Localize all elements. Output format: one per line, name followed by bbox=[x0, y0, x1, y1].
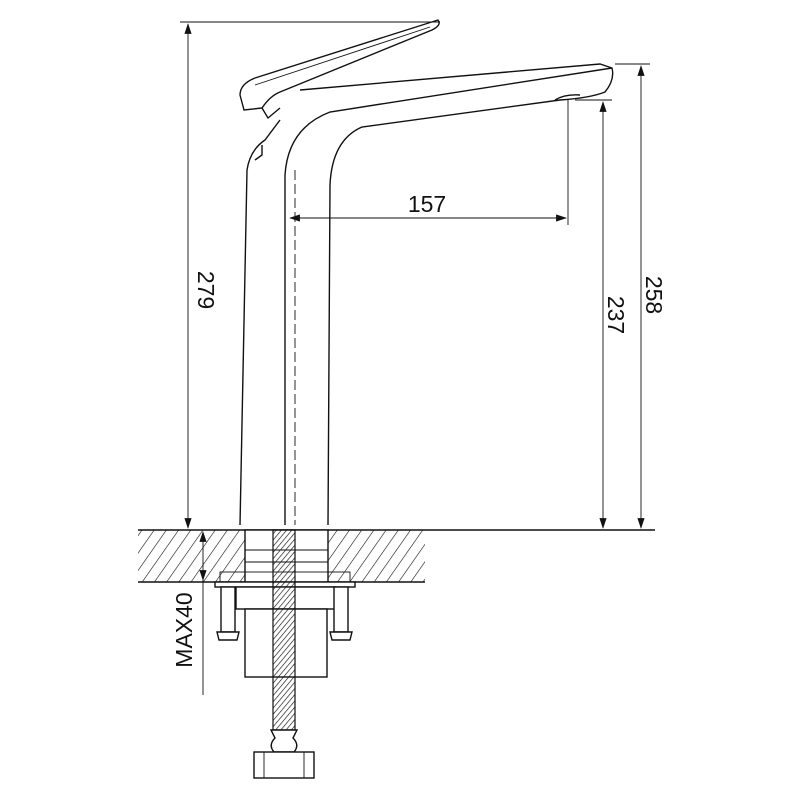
dimension-spout-top-height: 258 bbox=[615, 63, 667, 529]
faucet-body bbox=[239, 63, 614, 526]
countertop bbox=[138, 529, 655, 583]
dimension-total-height: 279 bbox=[180, 21, 440, 529]
dimension-237-label: 237 bbox=[603, 296, 629, 334]
dimension-258-label: 258 bbox=[641, 276, 667, 314]
threaded-rod bbox=[272, 529, 296, 731]
dimension-max-counter-thickness: MAX40 bbox=[171, 531, 207, 695]
dimension-spout-reach: 157 bbox=[289, 100, 569, 225]
hose-nut bbox=[253, 751, 315, 779]
dimension-157-label: 157 bbox=[408, 191, 446, 217]
dimension-max40-label: MAX40 bbox=[171, 592, 197, 667]
dimension-279-label: 279 bbox=[193, 271, 219, 309]
faucet-handle bbox=[239, 19, 440, 120]
dimension-outlet-height: 237 bbox=[575, 99, 629, 529]
mounting-hardware bbox=[214, 529, 356, 779]
